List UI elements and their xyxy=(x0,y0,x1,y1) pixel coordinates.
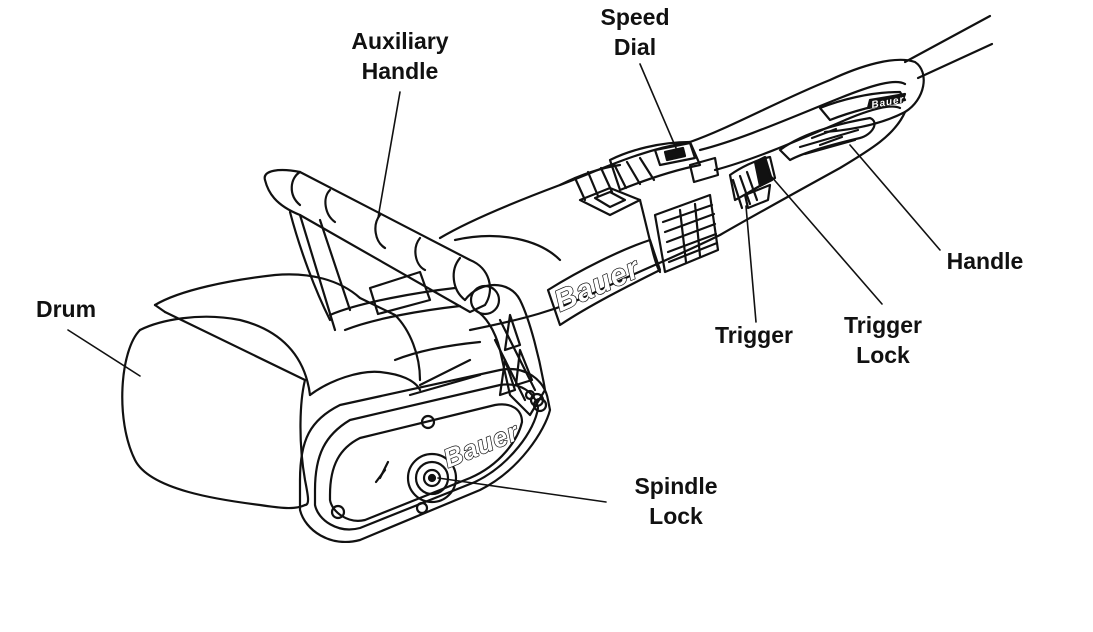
label-handle: Handle xyxy=(938,246,1032,276)
gear-cover xyxy=(298,270,552,543)
label-speed-dial: Speed Dial xyxy=(590,2,680,62)
drum-shape xyxy=(121,273,422,510)
auxiliary-handle-shape xyxy=(263,169,548,417)
spindle-lock-shape xyxy=(406,452,458,504)
leader-lines xyxy=(67,63,941,503)
label-speed-dial-line-1: Speed xyxy=(600,4,670,30)
gear-cover-brand-text: Bauer xyxy=(439,416,524,474)
leader-drum xyxy=(67,329,141,377)
label-speed-dial-line-2: Dial xyxy=(613,34,657,60)
leader-speed-dial xyxy=(639,63,677,149)
tool-body xyxy=(438,58,925,332)
leader-auxiliary-handle xyxy=(377,91,401,219)
leader-spindle-lock xyxy=(437,477,607,503)
label-spindle-lock: Spindle Lock xyxy=(624,471,728,531)
label-spindle-lock-line-2: Lock xyxy=(649,503,703,529)
label-trigger-lock-line-1: Trigger xyxy=(844,312,922,338)
label-trigger-lock-line-2: Lock xyxy=(856,342,910,368)
label-trigger-lock: Trigger Lock xyxy=(835,310,931,370)
label-auxiliary-handle: Auxiliary Handle xyxy=(340,26,460,86)
label-auxiliary-handle-line-1: Auxiliary xyxy=(351,28,449,54)
label-trigger-text: Trigger xyxy=(715,322,793,348)
label-drum-text: Drum xyxy=(35,296,97,322)
label-handle-text: Handle xyxy=(946,248,1024,274)
label-spindle-lock-line-1: Spindle xyxy=(634,473,718,499)
leader-trigger-lock xyxy=(769,174,883,305)
power-cord xyxy=(903,14,994,80)
label-trigger: Trigger xyxy=(706,320,802,350)
label-auxiliary-handle-line-2: Handle xyxy=(361,58,439,84)
leader-handle xyxy=(849,144,941,251)
leader-trigger xyxy=(745,205,757,323)
label-drum: Drum xyxy=(28,294,104,324)
